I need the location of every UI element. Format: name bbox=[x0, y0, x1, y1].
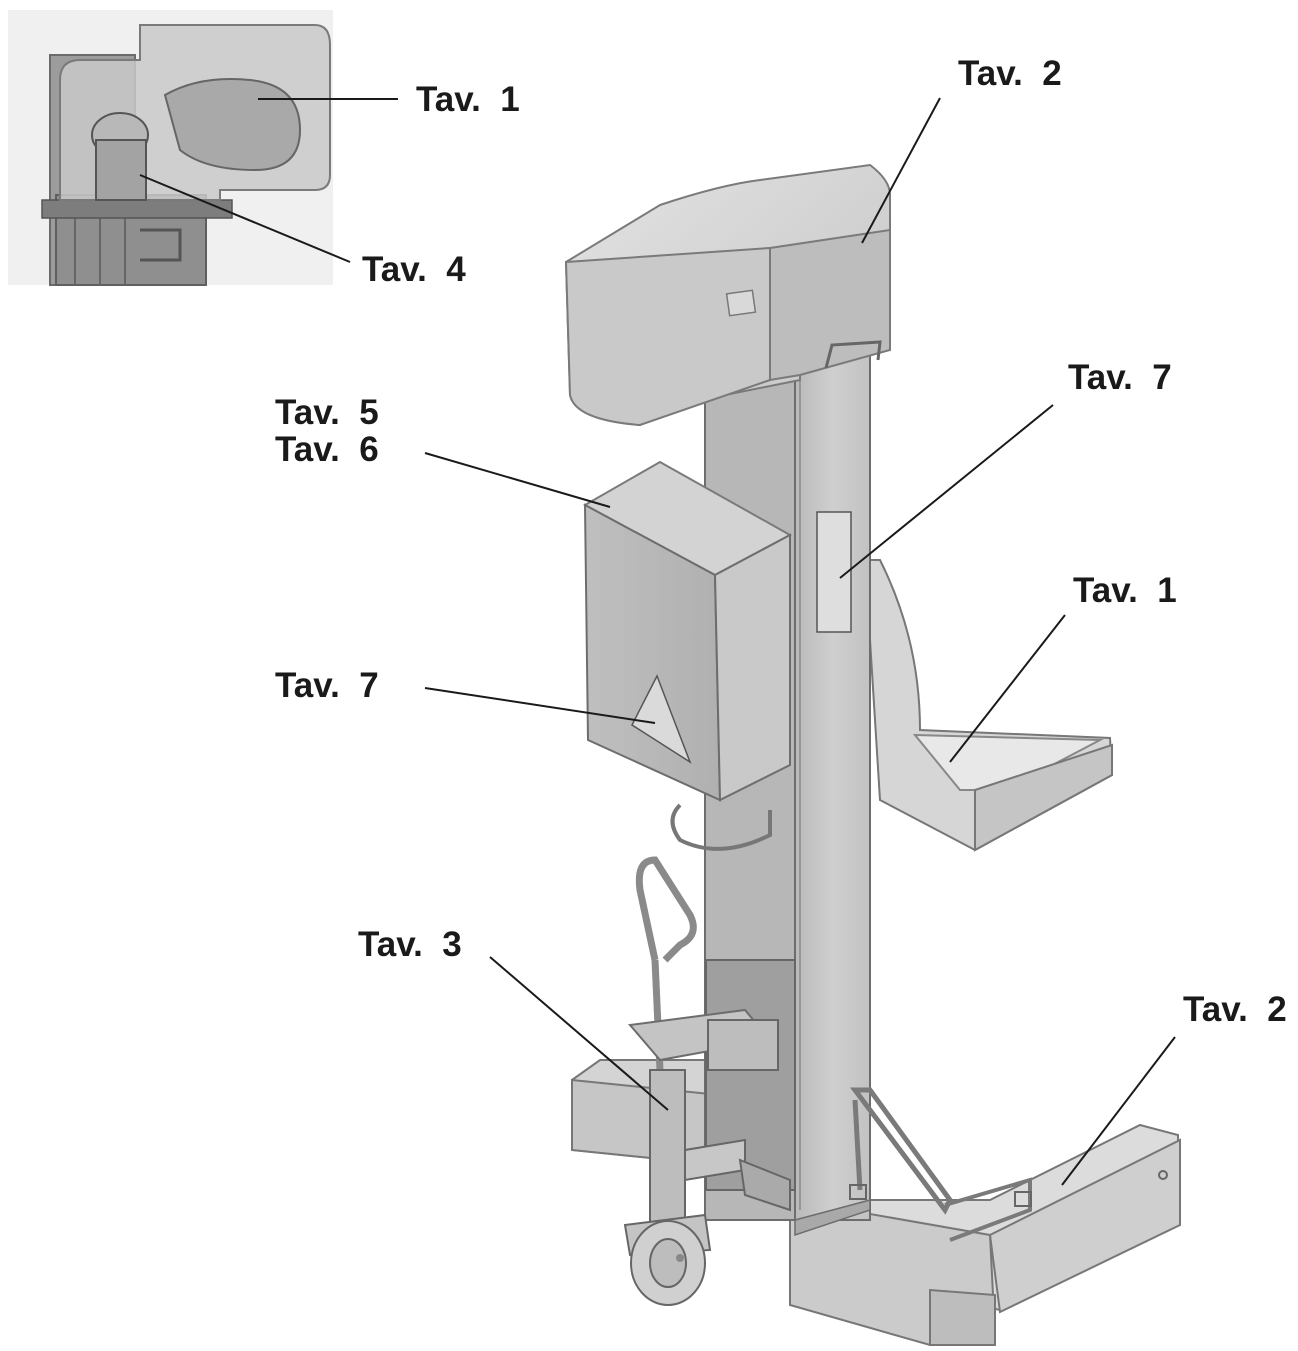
label-plate bbox=[816, 511, 852, 633]
leader-lines bbox=[139, 97, 1176, 1186]
callout-tav6: Tav. 6 bbox=[275, 430, 379, 469]
callout-inset-tav1: Tav. 1 bbox=[416, 80, 520, 119]
leader-inset-tav4 bbox=[139, 174, 351, 263]
control-box bbox=[582, 460, 793, 851]
callout-tav5: Tav. 5 bbox=[275, 393, 379, 432]
leader-right-tav1 bbox=[949, 614, 1066, 763]
leader-left-tav7 bbox=[424, 687, 656, 724]
callout-left-tav7: Tav. 7 bbox=[275, 666, 379, 705]
callout-right-tav1: Tav. 1 bbox=[1073, 571, 1177, 610]
callout-upper-tav7: Tav. 7 bbox=[1068, 358, 1172, 397]
callout-inset-tav4: Tav. 4 bbox=[362, 250, 466, 289]
inset-detail bbox=[8, 10, 333, 286]
leader-bottom-tav2 bbox=[1061, 1036, 1176, 1186]
warning-triangle bbox=[631, 674, 692, 764]
leader-tav3 bbox=[489, 956, 669, 1111]
callout-tav3: Tav. 3 bbox=[358, 925, 462, 964]
base-braces bbox=[849, 1087, 1032, 1242]
motor-cover bbox=[564, 163, 891, 427]
leader-top-tav2 bbox=[861, 97, 941, 244]
leader-upper-tav7 bbox=[839, 404, 1054, 579]
leader-tav5-tav6 bbox=[424, 452, 611, 508]
callout-top-tav2: Tav. 2 bbox=[958, 54, 1062, 93]
callout-bottom-tav2: Tav. 2 bbox=[1183, 990, 1287, 1029]
handle-assembly bbox=[623, 856, 791, 1306]
